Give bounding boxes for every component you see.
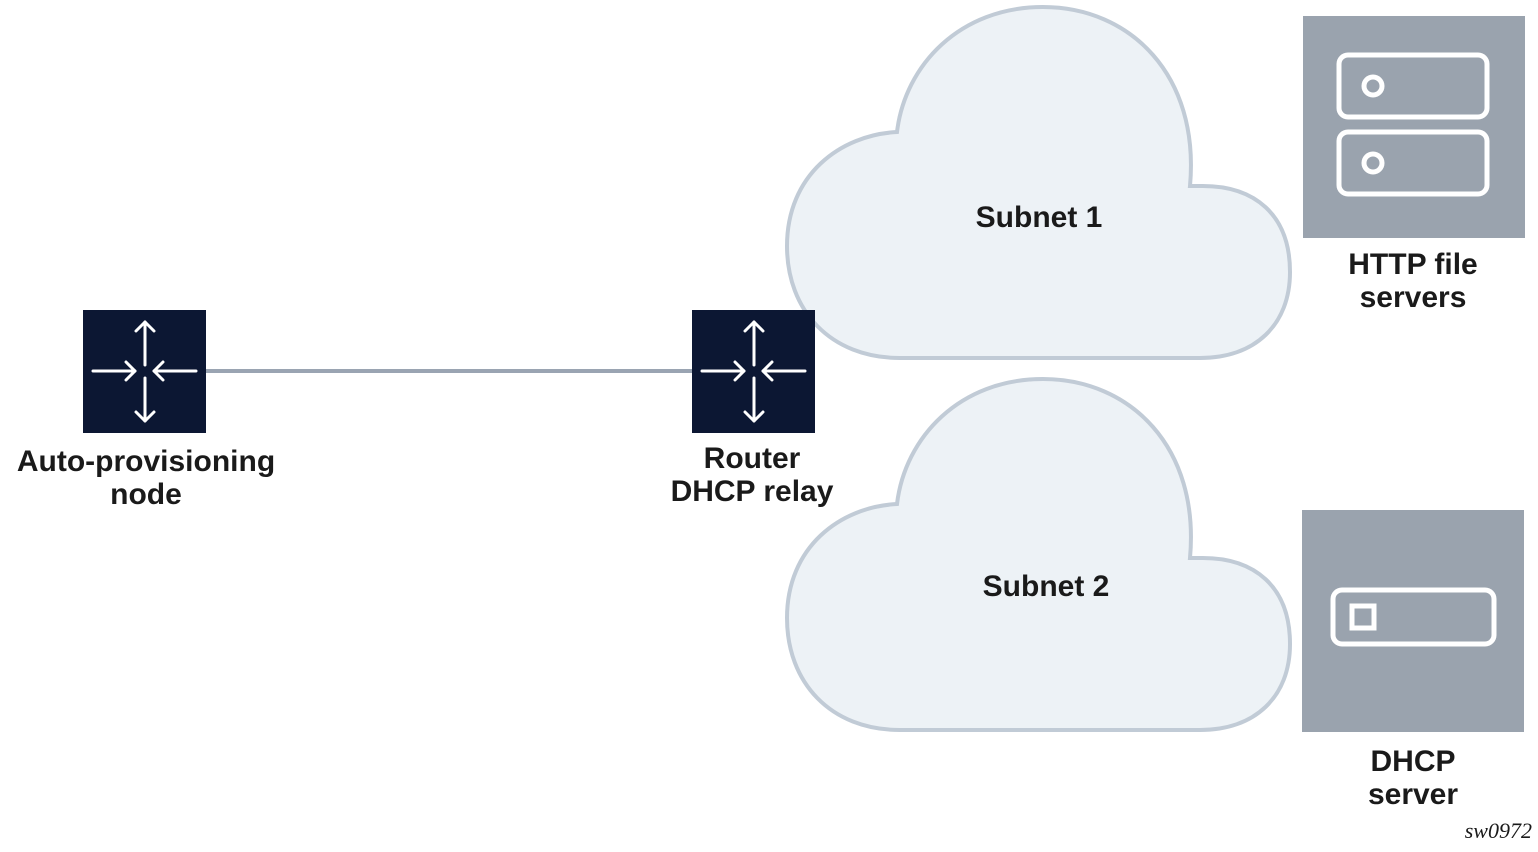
subnet-2-cloud: [784, 376, 1293, 732]
router-dhcp-relay-label: Router DHCP relay: [670, 442, 834, 508]
server-icon: [1302, 510, 1524, 732]
server-stack-icon: [1303, 16, 1525, 238]
auto-provisioning-node-label: Auto-provisioning node: [16, 445, 276, 511]
figure-id: sw0972: [1464, 818, 1532, 843]
subnet-1-cloud: [784, 4, 1293, 360]
dhcp-server-label: DHCP server: [1367, 745, 1459, 811]
router-switch-icon: [83, 310, 206, 433]
subnet-1-label: Subnet 1: [975, 201, 1103, 234]
http-file-servers-label: HTTP file servers: [1348, 248, 1478, 314]
subnet-2-label: Subnet 2: [982, 570, 1110, 603]
router-switch-icon: [692, 310, 815, 433]
